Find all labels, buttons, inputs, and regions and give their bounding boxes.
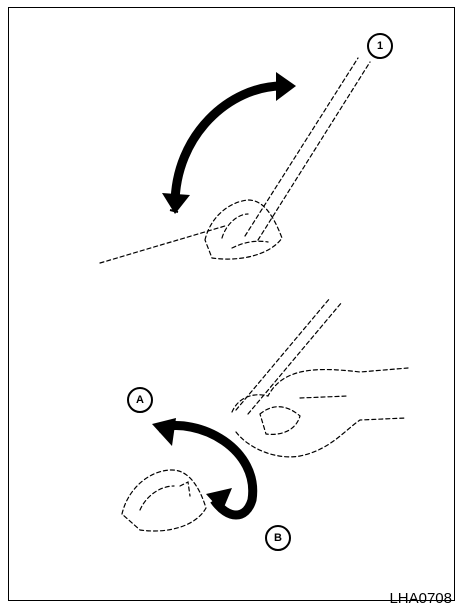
antenna-mast-right [257, 61, 371, 241]
fender-line [99, 225, 226, 264]
curved-arrow-body [170, 81, 283, 206]
hand-knuckle [259, 406, 301, 435]
held-antenna-left [235, 297, 331, 411]
callout-a-circle [127, 387, 153, 413]
hand-finger-line [299, 395, 349, 399]
callout-b-circle [265, 525, 291, 551]
antenna-base-detail-2 [231, 240, 269, 249]
arrow-head-right [276, 72, 296, 101]
figure-frame [8, 7, 455, 601]
arrow-head-down [162, 193, 190, 214]
figure-code: LHA0708 [389, 590, 452, 607]
rotation-arrow-head-b [206, 488, 232, 512]
antenna-base-detail [221, 213, 249, 239]
callout-a-label: A [136, 394, 144, 406]
antenna-rotate-illustration: A B [121, 297, 409, 551]
detached-base-stud [179, 481, 191, 497]
callout-1-label: 1 [377, 40, 383, 52]
rotation-arrow-head-a [152, 418, 176, 446]
detached-base-detail [139, 485, 175, 511]
callout-1-circle [367, 33, 393, 59]
detached-antenna-base [121, 469, 207, 532]
rotation-arrow-body [156, 421, 258, 520]
hand-bottom [235, 417, 407, 458]
hand-top [231, 367, 409, 413]
arrow-tail-mark [169, 209, 179, 213]
antenna-base [204, 199, 283, 260]
callout-b-label: B [274, 532, 282, 544]
antenna-raised-illustration: 1 [99, 33, 393, 264]
